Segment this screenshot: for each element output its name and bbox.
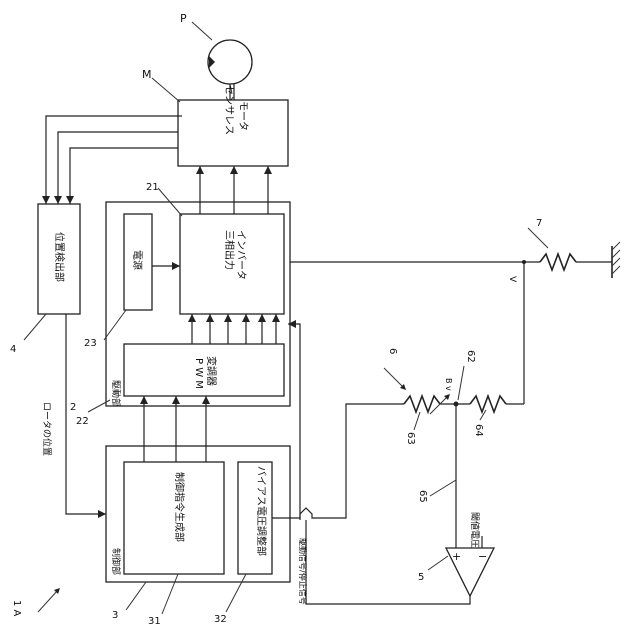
power-label: 電源 bbox=[131, 250, 144, 270]
bv-label: B v bbox=[444, 378, 453, 391]
pwm-label-line1: P W M bbox=[193, 358, 204, 389]
rotor-position-label: ロータの位置 bbox=[41, 402, 53, 456]
control-unit-label: 制御部 bbox=[110, 548, 122, 575]
drive-unit-label: 駆動部 bbox=[110, 380, 122, 407]
r64-ref-label: 64 bbox=[473, 424, 484, 437]
bias-ref-label: 32 bbox=[214, 614, 227, 625]
drive-unit: 駆動部 三相出力 インバータ 21 電源 23 P W M 変調器 bbox=[70, 166, 290, 427]
inverter-label-line2: インバータ bbox=[235, 230, 247, 280]
inverter-label-line1: 三相出力 bbox=[223, 230, 236, 270]
comparator-plus: + bbox=[452, 550, 461, 563]
pwm-ref-label: 22 bbox=[76, 416, 89, 427]
motor-ref-label: M bbox=[142, 68, 152, 81]
inverter-ref-label: 21 bbox=[146, 182, 159, 193]
comparator-ref-label: 5 bbox=[418, 572, 424, 583]
pump: P bbox=[180, 12, 252, 100]
cmd-ref-label: 31 bbox=[148, 616, 161, 627]
control-unit: 制御部 制御指令生成部 バイアス電圧調整部 3 31 32 bbox=[106, 396, 290, 627]
pwm-label-line2: 変調器 bbox=[205, 356, 218, 386]
pump-ref-label: P bbox=[180, 12, 187, 25]
detector-ref-label: 4 bbox=[10, 344, 16, 355]
comparator-minus: − bbox=[478, 550, 487, 563]
output-line: 7 V bbox=[290, 218, 620, 404]
line65-ref-label: 65 bbox=[417, 490, 428, 503]
divider-ref-label: 6 bbox=[387, 348, 398, 354]
power-ref-label: 23 bbox=[84, 338, 97, 349]
sensorless-motor: センサレス モータ M bbox=[142, 68, 288, 166]
detector-label: 位置検出部 bbox=[53, 232, 66, 282]
motor-label-text: モータ bbox=[237, 101, 249, 131]
node-ref-label: 62 bbox=[465, 350, 476, 363]
position-detector: 位置検出部 4 ロータの位置 bbox=[10, 204, 106, 518]
figure-label: 1 A bbox=[11, 588, 60, 617]
r7-ref-label: 7 bbox=[536, 218, 542, 229]
motor-label: モータ bbox=[237, 101, 249, 131]
resistor-64 bbox=[470, 396, 506, 412]
command-generator-label: 制御指令生成部 bbox=[173, 472, 186, 542]
resistor-7 bbox=[540, 254, 576, 270]
voltage-divider: 6 B v 62 63 64 65 閾値電圧 bbox=[272, 348, 524, 548]
control-ref-label: 3 bbox=[112, 610, 118, 621]
drive-ref-label: 2 bbox=[70, 402, 76, 413]
drive-stop-label: 駆動信号/停止信号 bbox=[298, 538, 308, 605]
comparator: + − 駆動信号/停止信号 5 bbox=[288, 320, 494, 605]
motor-label-line1: センサレス bbox=[223, 85, 235, 135]
threshold-label: 閾値電圧 bbox=[469, 512, 481, 548]
figure-ref-label: 1 A bbox=[11, 600, 22, 617]
v-label: V bbox=[507, 276, 517, 283]
bias-adjust-label: バイアス電圧調整部 bbox=[255, 466, 268, 556]
r63-ref-label: 63 bbox=[405, 432, 416, 445]
